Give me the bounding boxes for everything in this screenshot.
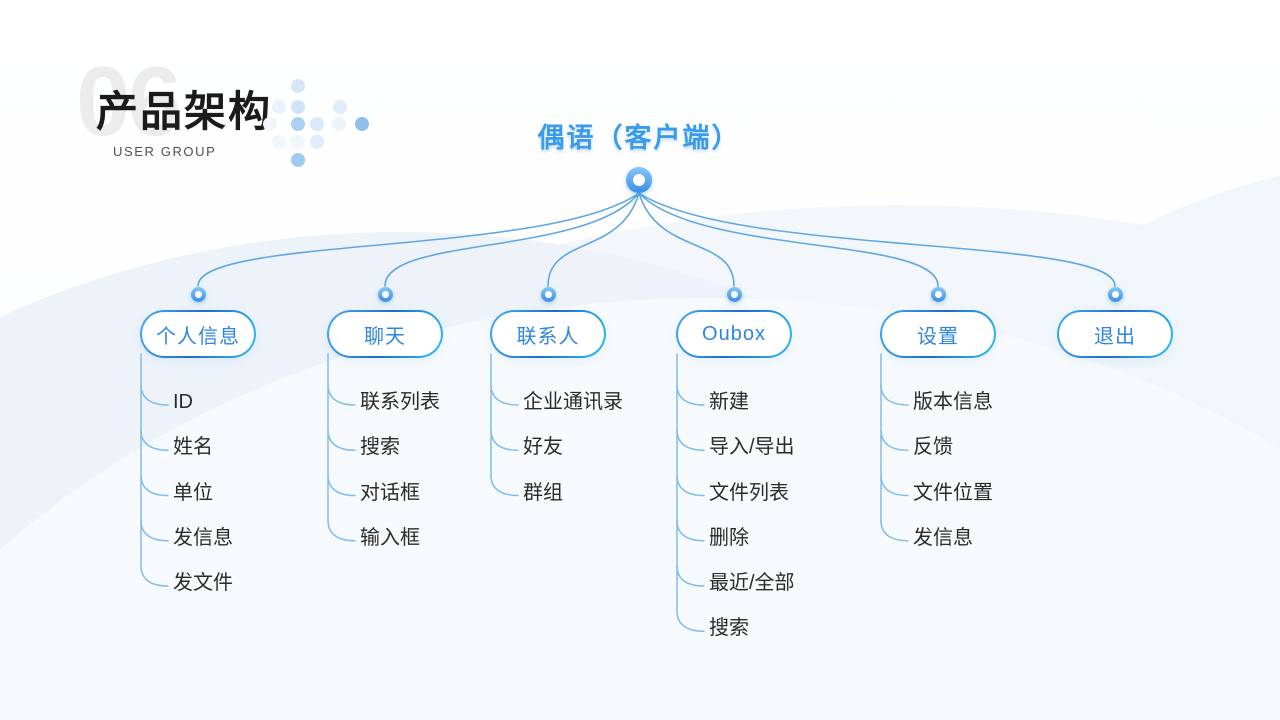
branch-item: 删除 — [709, 526, 749, 549]
connector-path — [327, 520, 356, 542]
decor-dot — [272, 100, 286, 114]
branch-item: 企业通讯录 — [523, 391, 623, 413]
connector-path — [327, 384, 356, 406]
connector-path — [638, 192, 1116, 287]
branch-pill-label: 联系人 — [516, 325, 580, 348]
connector-path — [676, 474, 705, 497]
decor-dot — [272, 135, 286, 149]
branch-item: 单位 — [173, 481, 213, 504]
branch-item: 姓名 — [173, 436, 213, 459]
connector-path — [638, 192, 939, 287]
branch-item: 版本信息 — [913, 391, 993, 413]
branch-node-circle — [930, 286, 946, 302]
decor-dot — [310, 117, 324, 131]
branch-item: 发信息 — [173, 526, 233, 549]
branch-node-circle — [377, 286, 393, 302]
root-node-label: 偶语（客户端） — [537, 123, 741, 153]
connector-path — [327, 429, 356, 451]
connector-path — [880, 429, 909, 451]
connector-path — [880, 384, 909, 406]
connector-path — [547, 192, 640, 287]
branch-item: 搜索 — [709, 617, 749, 640]
decor-dot — [291, 79, 305, 93]
branch-item: 文件列表 — [709, 481, 789, 504]
connector-path — [880, 520, 909, 542]
decor-dot — [263, 117, 277, 131]
branch-item: 群组 — [523, 481, 563, 504]
branch-item: 发文件 — [173, 572, 233, 594]
connector-path — [327, 474, 356, 497]
branch-item: 好友 — [523, 436, 563, 459]
branch-node-circle — [1107, 286, 1123, 302]
decor-dot — [291, 153, 305, 167]
connector-path — [140, 429, 169, 451]
branch-pill-label: 退出 — [1094, 325, 1136, 348]
connector-path — [490, 474, 519, 497]
branch-pill-label: 聊天 — [364, 325, 406, 348]
connector-path — [676, 610, 705, 632]
connector-path — [140, 520, 169, 542]
decor-dot — [291, 135, 305, 149]
section-number-watermark: 06 — [76, 46, 182, 156]
branch-pill: 设置 — [880, 310, 996, 358]
branch-item: 文件位置 — [913, 481, 993, 504]
connector-path — [676, 520, 705, 542]
connector-path — [880, 474, 909, 497]
branch-item: 新建 — [709, 391, 749, 413]
decor-dot — [291, 117, 305, 131]
branch-pill: 个人信息 — [140, 310, 256, 358]
branch-item: 反馈 — [913, 436, 953, 459]
decor-dot — [333, 100, 347, 114]
connector-path — [197, 192, 640, 287]
branch-item: 发信息 — [913, 526, 973, 549]
decor-dot — [355, 117, 369, 131]
branch-item: 最近/全部 — [709, 572, 795, 594]
connector-path — [676, 565, 705, 587]
branch-pill-label: Oubox — [702, 322, 766, 345]
connector-path — [490, 384, 519, 406]
branch-item: 联系列表 — [360, 391, 440, 413]
branch-pill-label: 个人信息 — [156, 325, 240, 348]
connector-path — [676, 384, 705, 406]
page-subtitle: USER GROUP — [113, 144, 217, 159]
branch-item: 输入框 — [360, 526, 420, 549]
root-node-circle — [626, 167, 652, 193]
decor-dot — [332, 117, 346, 131]
page-title: 产品架构 — [96, 88, 273, 135]
branch-item: 导入/导出 — [709, 436, 795, 459]
branch-pill: Oubox — [676, 310, 792, 358]
branch-node-circle — [540, 286, 556, 302]
branch-pill: 联系人 — [490, 310, 606, 358]
branch-pill: 聊天 — [327, 310, 443, 358]
connector-path — [140, 384, 169, 406]
branch-item: 搜索 — [360, 436, 400, 459]
branch-node-circle — [726, 286, 742, 302]
branch-pill-label: 设置 — [917, 325, 959, 348]
connector-path — [676, 429, 705, 451]
connector-path — [490, 429, 519, 451]
connector-path — [638, 192, 735, 287]
branch-node-circle — [190, 286, 206, 302]
connector-path — [140, 565, 169, 587]
decor-dot — [310, 135, 324, 149]
branch-pill: 退出 — [1057, 310, 1173, 358]
connector-path — [140, 474, 169, 497]
branch-item: 对话框 — [360, 481, 420, 504]
decor-dot — [291, 100, 305, 114]
branch-item: ID — [173, 391, 193, 413]
connector-path — [384, 192, 640, 287]
